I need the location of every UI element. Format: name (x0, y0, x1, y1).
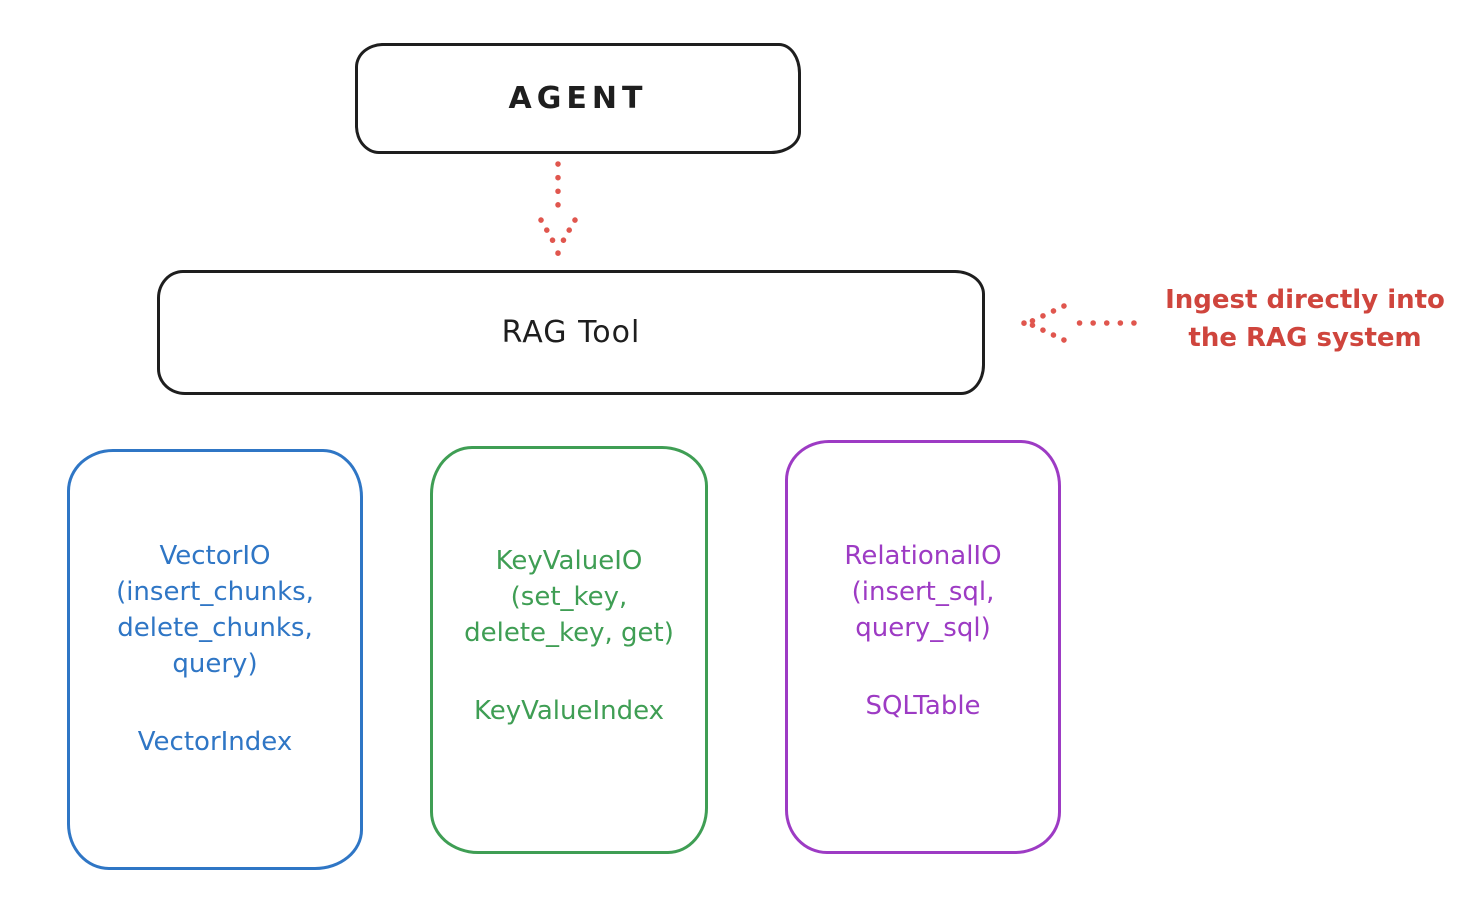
sql-table-label: SQLTable (865, 691, 981, 721)
ingest-annotation-arrow-icon (1021, 303, 1137, 343)
rag-tool-label: RAG Tool (501, 315, 641, 350)
vector-index-label: VectorIndex (137, 727, 293, 757)
keyvalue-index-label: KeyValueIndex (473, 696, 665, 726)
vector-io-methods: VectorIO (insert_chunks, delete_chunks, … (116, 541, 314, 679)
keyvalue-io-box: KeyValueIO (set_key, delete_key, get) Ke… (430, 446, 708, 854)
relational-io-box: RelationalIO (insert_sql, query_sql) SQL… (785, 440, 1061, 854)
agent-label: AGENT (508, 81, 648, 116)
rag-tool-node: RAG Tool (157, 270, 985, 395)
agent-node: AGENT (355, 43, 801, 154)
keyvalue-io-methods: KeyValueIO (set_key, delete_key, get) (464, 546, 674, 648)
relational-io-methods: RelationalIO (insert_sql, query_sql) (844, 541, 1002, 643)
agent-to-ragtool-arrow-icon (538, 161, 578, 256)
vector-io-box: VectorIO (insert_chunks, delete_chunks, … (67, 449, 363, 870)
ingest-annotation-text: Ingest directly into the RAG system (1165, 285, 1445, 353)
